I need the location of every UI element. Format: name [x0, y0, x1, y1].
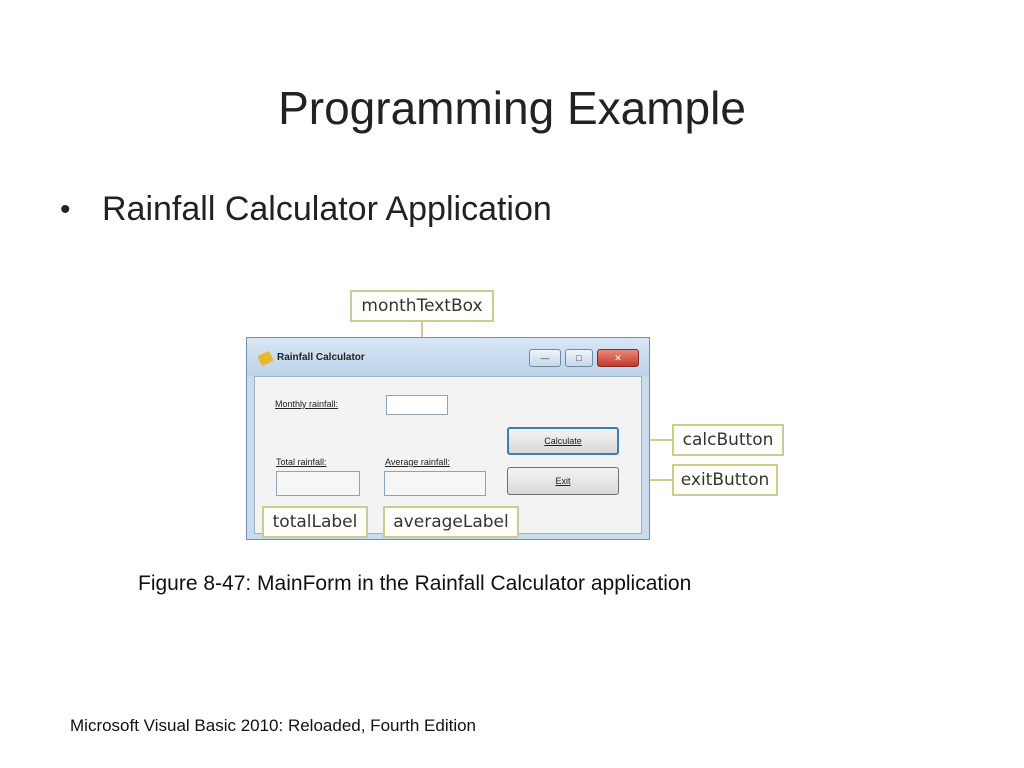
slide-footer: Microsoft Visual Basic 2010: Reloaded, F…	[70, 716, 477, 735]
app-icon	[257, 350, 274, 367]
monthly-rainfall-label: Monthly rainfall:	[275, 399, 339, 409]
average-rainfall-display	[384, 471, 486, 496]
bullet-text: Rainfall Calculator Application	[102, 190, 552, 228]
callout-exit-button: exitButton	[672, 464, 778, 496]
exit-button[interactable]: Exit	[507, 467, 619, 495]
close-button[interactable]: ✕	[597, 349, 639, 367]
calculate-button[interactable]: Calculate	[507, 427, 619, 455]
total-rainfall-display	[276, 471, 360, 496]
maximize-button[interactable]: □	[565, 349, 593, 367]
rainfall-calculator-window: Rainfall Calculator — □ ✕ Monthly rainfa…	[246, 337, 650, 540]
callout-total-label: totalLabel	[262, 506, 368, 538]
figure-caption: Figure 8-47: MainForm in the Rainfall Ca…	[138, 572, 692, 595]
slide-title: Programming Example	[278, 82, 746, 134]
window-title: Rainfall Calculator	[277, 352, 365, 363]
callout-month-textbox: monthTextBox	[350, 290, 494, 322]
total-rainfall-caption: Total rainfall:	[276, 457, 327, 467]
window-titlebar: Rainfall Calculator — □ ✕	[247, 338, 649, 376]
minimize-button[interactable]: —	[529, 349, 561, 367]
callout-average-label: averageLabel	[383, 506, 519, 538]
callout-calc-button: calcButton	[672, 424, 784, 456]
month-textbox[interactable]	[386, 395, 448, 415]
bullet-marker: •	[60, 193, 71, 226]
average-rainfall-caption: Average rainfall:	[385, 457, 450, 467]
